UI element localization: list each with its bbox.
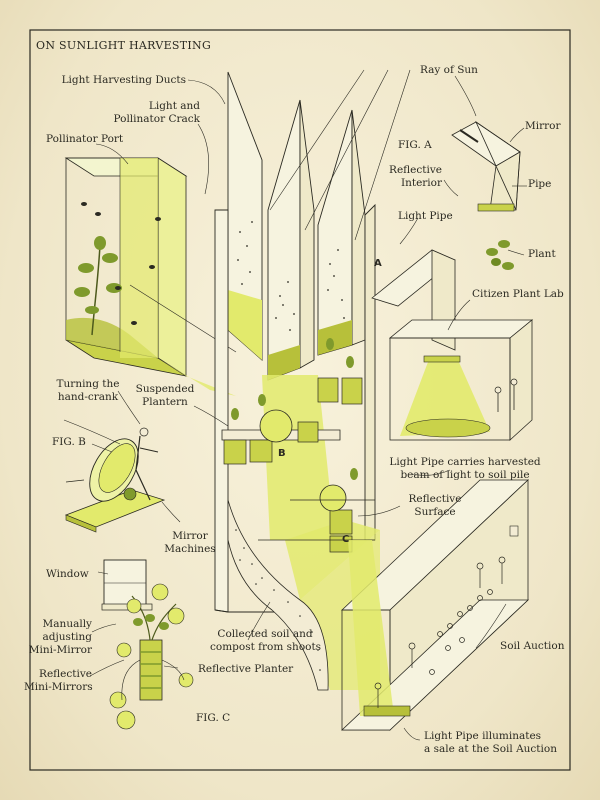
label-window: Window xyxy=(46,568,89,580)
label-manually-adjusting-line1: Manually xyxy=(42,618,92,630)
label-light-harvesting-ducts: Light Harvesting Ducts xyxy=(61,74,186,86)
label-manually-adjusting-line2: adjusting xyxy=(42,631,92,643)
label-suspended-plantern-line2: Plantern xyxy=(142,396,188,408)
fig-c-planter xyxy=(101,559,194,730)
frame-border xyxy=(29,29,571,771)
label-reflective-surface-line2: Surface xyxy=(414,506,456,518)
label-reflective-surface-line1: Reflective xyxy=(408,493,462,505)
label-light-pollinator-crack-line1: Light and xyxy=(148,100,200,112)
label-suspended-plantern-line1: Suspended xyxy=(135,383,195,395)
label-light-pipe-carries-line1: Light Pipe carries harvested xyxy=(389,456,541,468)
label-pollinator-port: Pollinator Port xyxy=(46,133,124,145)
label-reflective-interior-line1: Reflective xyxy=(389,164,442,176)
label-soil-auction: Soil Auction xyxy=(500,640,565,652)
label-reflective-mini-mirrors-line2: Mini-Mirrors xyxy=(24,681,93,693)
label-pipe: Pipe xyxy=(528,178,552,190)
leader-lines xyxy=(63,69,527,741)
marker-c: C xyxy=(342,534,350,545)
marker-b: B xyxy=(278,448,286,459)
label-light-pipe-illuminates-line2: a sale at the Soil Auction xyxy=(424,743,557,755)
light-tower xyxy=(214,71,380,691)
label-ray-of-sun: Ray of Sun xyxy=(420,64,478,76)
page-title: ON SUNLIGHT HARVESTING xyxy=(36,39,212,52)
label-plant: Plant xyxy=(528,248,556,260)
label-manually-adjusting-line3: Mini-Mirror xyxy=(28,644,92,656)
label-citizen-plant-lab: Citizen Plant Lab xyxy=(472,288,564,300)
label-turning-hand-crank-line1: Turning the xyxy=(56,378,120,390)
soil-auction-box xyxy=(340,479,530,731)
label-light-pipe-carries-line2: beam of light to soil pile xyxy=(400,469,530,481)
label-light-pollinator-crack-line2: Pollinator Crack xyxy=(113,113,200,125)
fig-b-mirror-machine xyxy=(64,427,166,533)
fig-a-pipe xyxy=(451,120,521,270)
label-reflective-planter: Reflective Planter xyxy=(198,663,294,675)
label-fig-b: FIG. B xyxy=(52,436,86,448)
marker-a: A xyxy=(374,258,382,269)
label-turning-hand-crank-line2: hand-crank xyxy=(57,391,119,403)
label-fig-a: FIG. A xyxy=(398,139,432,151)
label-collected-soil-line1: Collected soil and xyxy=(217,628,313,640)
pollinator-box xyxy=(64,157,237,396)
label-collected-soil-line2: compost from shoots xyxy=(210,641,322,653)
plant-lab xyxy=(371,249,534,441)
label-light-pipe: Light Pipe xyxy=(398,210,453,222)
label-reflective-interior-line2: Interior xyxy=(400,177,442,189)
label-mirror-machines-line1: Mirror xyxy=(172,530,208,542)
label-mirror: Mirror xyxy=(525,120,561,132)
label-fig-c: FIG. C xyxy=(196,712,231,724)
label-reflective-mini-mirrors-line1: Reflective xyxy=(39,668,92,680)
label-mirror-machines-line2: Machines xyxy=(164,543,216,555)
label-light-pipe-illuminates-line1: Light Pipe illuminates xyxy=(424,730,542,742)
